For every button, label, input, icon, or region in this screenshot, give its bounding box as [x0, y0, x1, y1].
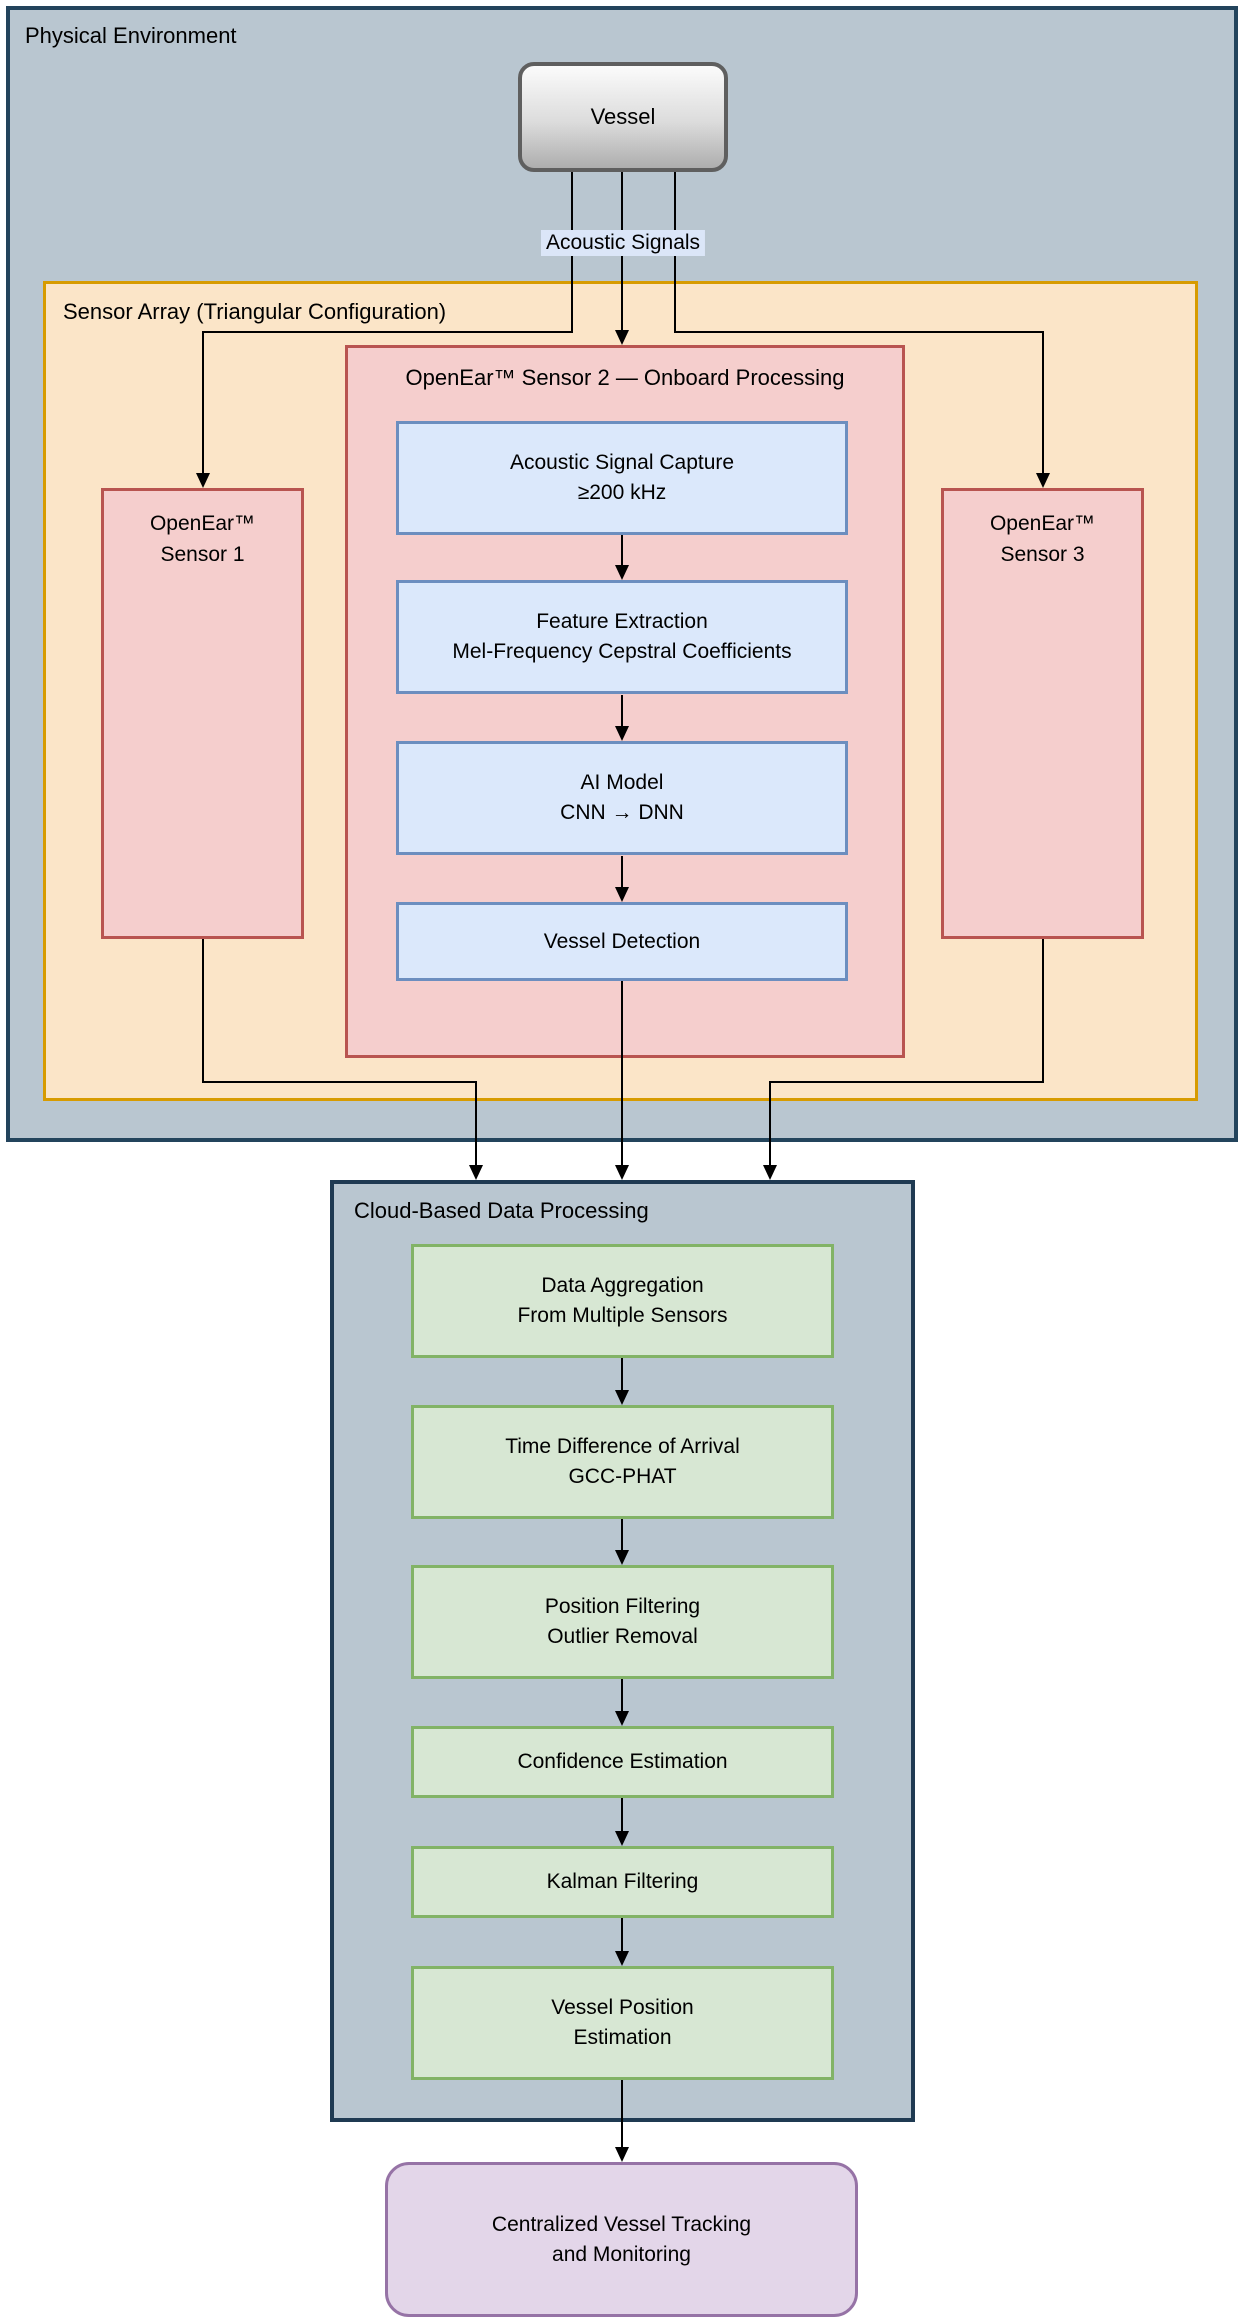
- step-feature-extraction: Feature Extraction Mel-Frequency Cepstra…: [396, 580, 848, 694]
- step-label: Vessel Detection: [543, 929, 701, 953]
- vessel-node: Vessel: [518, 62, 728, 172]
- arrowhead: [763, 1165, 777, 1180]
- step-tdoa: Time Difference of Arrival GCC-PHAT: [411, 1405, 834, 1519]
- arrowhead: [1036, 473, 1050, 488]
- step-vessel-detection: Vessel Detection: [396, 902, 848, 981]
- step-label: Time Difference of Arrival GCC-PHAT: [505, 1435, 740, 1488]
- step-kalman-filtering: Kalman Filtering: [411, 1846, 834, 1918]
- physical-environment-label: Physical Environment: [25, 23, 237, 48]
- step-label: Confidence Estimation: [517, 1750, 728, 1773]
- centralized-tracking-label: Centralized Vessel Tracking and Monitori…: [491, 2212, 752, 2266]
- arrowhead: [615, 887, 629, 902]
- sensor1-node: OpenEar™ Sensor 1: [101, 488, 304, 939]
- step-label: AI Model CNN → DNN: [560, 771, 684, 824]
- connector-vessel-sensor1: [202, 172, 573, 474]
- connector-vessel-sensor3: [674, 172, 1044, 474]
- step-acoustic-signal-capture: Acoustic Signal Capture ≥200 kHz: [396, 421, 848, 535]
- connector-sensor3-cloud: [769, 939, 1044, 1166]
- arrowhead: [615, 1711, 629, 1726]
- cloud-title: Cloud-Based Data Processing: [354, 1198, 649, 1223]
- step-ai-model: AI Model CNN → DNN: [396, 741, 848, 855]
- arrowhead: [615, 1831, 629, 1846]
- step-label: Feature Extraction Mel-Frequency Cepstra…: [452, 610, 792, 663]
- connector-sensor1-cloud: [202, 939, 477, 1166]
- arrowhead: [615, 1951, 629, 1966]
- arrowhead: [615, 565, 629, 580]
- step-label: Position Filtering Outlier Removal: [544, 1595, 701, 1648]
- sensor2-title: OpenEar™ Sensor 2 — Onboard Processing: [405, 365, 845, 390]
- arrowhead: [615, 726, 629, 741]
- step-label: Data Aggregation From Multiple Sensors: [517, 1274, 728, 1327]
- vessel-label: Vessel: [590, 104, 656, 129]
- step-label: Vessel Position Estimation: [551, 1996, 694, 2049]
- arrowhead: [615, 330, 629, 345]
- sensor3-node: OpenEar™ Sensor 3: [941, 488, 1144, 939]
- acoustic-signals-label: Acoustic Signals: [540, 230, 706, 256]
- step-confidence-estimation: Confidence Estimation: [411, 1726, 834, 1798]
- centralized-tracking-node: Centralized Vessel Tracking and Monitori…: [385, 2162, 858, 2317]
- arrowhead: [469, 1165, 483, 1180]
- sensor3-label: OpenEar™ Sensor 3: [989, 512, 1096, 566]
- sensor-array-label: Sensor Array (Triangular Configuration): [63, 299, 447, 324]
- arrowhead: [196, 473, 210, 488]
- arrowhead: [615, 1165, 629, 1180]
- arrowhead: [615, 1550, 629, 1565]
- step-label: Acoustic Signal Capture ≥200 kHz: [509, 451, 735, 504]
- arrowhead: [615, 2147, 629, 2162]
- step-data-aggregation: Data Aggregation From Multiple Sensors: [411, 1244, 834, 1358]
- sensor1-label: OpenEar™ Sensor 1: [149, 512, 256, 566]
- step-vessel-position-estimation: Vessel Position Estimation: [411, 1966, 834, 2080]
- step-label: Kalman Filtering: [546, 1870, 699, 1893]
- step-position-filtering: Position Filtering Outlier Removal: [411, 1565, 834, 1679]
- arrowhead: [615, 1390, 629, 1405]
